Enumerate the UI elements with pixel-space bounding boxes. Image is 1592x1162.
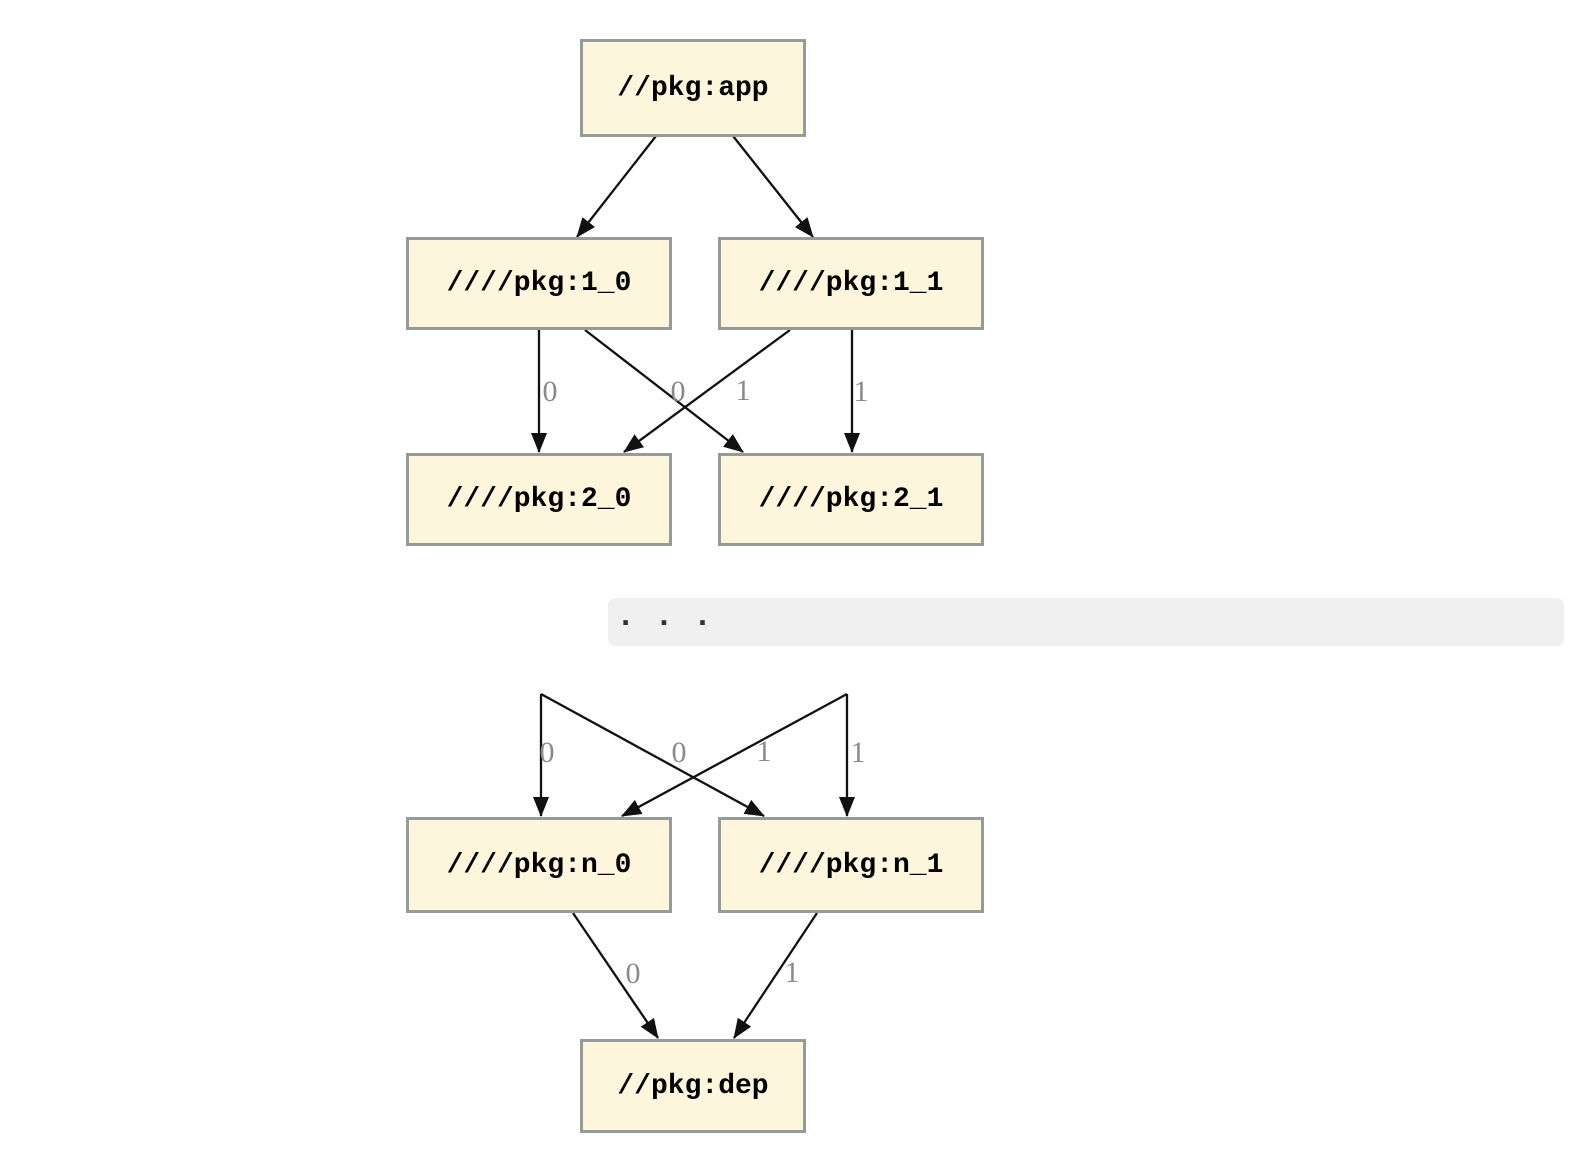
edge-label-left-to-n-1: 1 [756,735,772,768]
node-pkg-app: //pkg:app [580,39,806,137]
edge-app-to-1-0 [576,135,657,238]
edge-label-right-to-n-0: 0 [671,736,687,769]
edge-label-left-to-n-0: 0 [539,736,555,769]
edge-label-1-0-to-2-1: 1 [735,374,751,407]
node-pkg-2-0: ////pkg:2_0 [406,453,672,546]
edge-ellipsis-right-to-n-0 [621,692,848,818]
ellipsis-band: . . . [608,598,1564,646]
edge-label-1-0-to-2-0: 0 [542,375,558,408]
edge-1-0-to-2-1 [584,329,744,453]
edge-label-n-0-to-dep: 0 [625,957,641,990]
node-pkg-2-1: ////pkg:2_1 [718,453,984,546]
edge-app-to-1-1 [732,135,814,238]
edge-label-1-1-to-2-1: 1 [853,375,869,408]
node-pkg-n-1: ////pkg:n_1 [718,817,984,913]
edge-label-1-1-to-2-0: 0 [670,375,686,408]
edge-label-n-1-to-dep: 1 [784,956,800,989]
node-pkg-dep: //pkg:dep [580,1039,806,1133]
edge-label-right-to-n-1: 1 [850,736,866,769]
edge-n-0-to-dep [572,912,659,1039]
node-pkg-1-0: ////pkg:1_0 [406,237,672,330]
node-pkg-n-0: ////pkg:n_0 [406,817,672,913]
ellipsis-dots: . . . [616,598,713,635]
edge-n-1-to-dep [733,912,818,1039]
node-pkg-1-1: ////pkg:1_1 [718,237,984,330]
edge-1-1-to-2-0 [623,329,791,453]
edge-ellipsis-left-to-n-1 [540,692,765,818]
